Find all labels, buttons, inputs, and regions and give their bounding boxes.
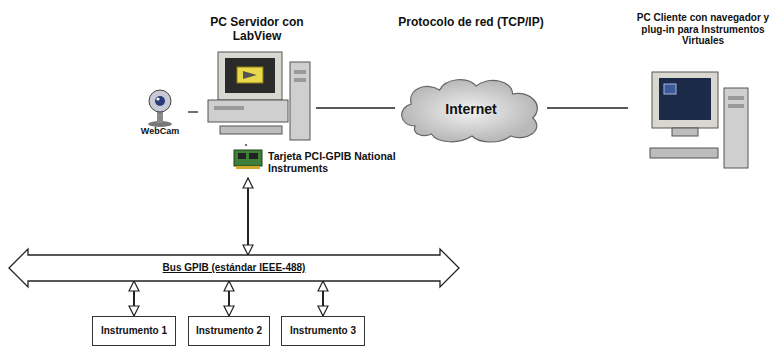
connector [245,144,246,146]
webcam-icon [148,90,172,127]
connector [247,178,249,255]
client-computer [650,72,748,168]
connector [322,281,324,316]
connector [316,107,395,108]
node-text: PC Cliente con navegador y plug-in para … [632,12,774,47]
pci-card [234,150,262,169]
cloud: Internet [395,74,547,144]
connector [188,111,198,112]
bus: Bus GPIB (estándar IEEE-488) [8,248,460,288]
node-text: WebCam [141,126,179,136]
connector [547,107,628,108]
node-text: Instrumento 3 [290,325,356,337]
connector [133,281,135,316]
node-text: Tarjeta PCI-GPIB National Instruments [268,150,400,174]
instrument-box: Instrumento 3 [281,316,365,346]
node-text: Instrumento 2 [196,325,262,337]
card: Tarjeta PCI-GPIB National Instruments [232,146,404,178]
instrument-box: Instrumento 1 [92,316,176,346]
connector [228,281,230,316]
instrument-box: Instrumento 2 [188,316,270,346]
server-computer [208,52,310,140]
node-text: Bus GPIB (estándar IEEE-488) [163,262,306,274]
node-text: PC Servidor con LabView [202,16,312,44]
server-pc: PC Servidor con LabView [198,14,316,144]
network-label: Protocolo de red (TCP/IP) [392,16,550,30]
node-text: Internet [445,101,496,117]
client-pc: PC Cliente con navegador y plug-in para … [628,10,778,175]
node-text: Instrumento 1 [101,325,167,337]
webcam: WebCam [132,86,188,138]
